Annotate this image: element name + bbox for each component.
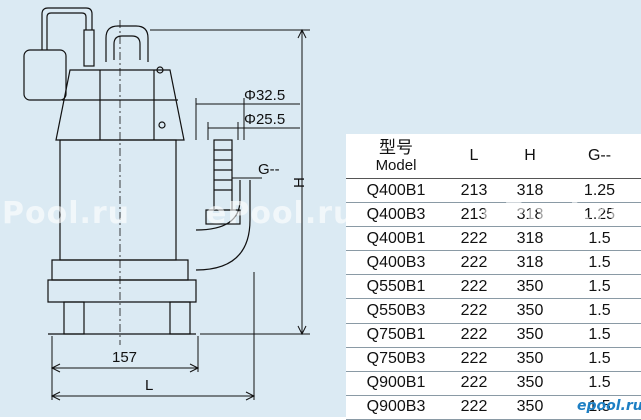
cell-model: Q750B1 <box>346 323 446 348</box>
cell-g: 1.5 <box>558 298 641 324</box>
dim-phi-outer: Φ32.5 <box>244 87 285 104</box>
cell-l: 222 <box>446 347 502 372</box>
cell-h: 350 <box>502 274 558 300</box>
header-model-en: Model <box>375 157 417 174</box>
cell-h: 350 <box>502 371 558 396</box>
cell-l: 222 <box>446 323 502 348</box>
cell-model: Q400B1 <box>346 226 446 252</box>
cell-l: 213 <box>446 202 502 228</box>
cell-l: 222 <box>446 226 502 252</box>
cell-l: 222 <box>446 250 502 276</box>
dim-length: L <box>145 377 153 394</box>
cell-h: 318 <box>502 178 558 204</box>
cell-model: Q900B3 <box>346 395 446 420</box>
corner-logo: epool.ru <box>577 398 641 414</box>
cell-g: 1.25 <box>558 202 641 228</box>
cell-g: 1.5 <box>558 323 641 348</box>
cell-g: 1.5 <box>558 226 641 252</box>
dim-base: 157 <box>112 349 137 366</box>
cell-l: 222 <box>446 274 502 300</box>
cell-g: 1.5 <box>558 250 641 276</box>
cell-model: Q400B1 <box>346 178 446 204</box>
cell-h: 350 <box>502 347 558 372</box>
header-model: 型号 Model <box>346 134 446 179</box>
float-switch <box>23 49 67 101</box>
cell-h: 318 <box>502 202 558 228</box>
cell-l: 222 <box>446 298 502 324</box>
header-g: G-- <box>558 134 641 179</box>
dim-height: H <box>291 177 308 188</box>
header-model-zh: 型号 <box>379 138 413 157</box>
dim-phi-inner: Φ25.5 <box>244 111 285 128</box>
cell-h: 318 <box>502 226 558 252</box>
cell-h: 350 <box>502 323 558 348</box>
cell-g: 1.25 <box>558 178 641 204</box>
cell-h: 350 <box>502 395 558 420</box>
header-l: L <box>446 134 502 179</box>
pump-outline <box>23 7 251 345</box>
cell-model: Q550B3 <box>346 298 446 324</box>
cell-model: Q550B1 <box>346 274 446 300</box>
cell-g: 1.5 <box>558 347 641 372</box>
cell-model: Q750B3 <box>346 347 446 372</box>
cell-g: 1.5 <box>558 274 641 300</box>
cell-g: 1.5 <box>558 395 641 420</box>
dim-thread: G-- <box>258 161 280 178</box>
table-header-row: 型号 Model L H G-- <box>346 134 641 179</box>
cell-model: Q400B3 <box>346 202 446 228</box>
cell-model: Q900B1 <box>346 371 446 396</box>
header-h: H <box>502 134 558 179</box>
cell-model: Q400B3 <box>346 250 446 276</box>
cell-h: 350 <box>502 298 558 324</box>
cell-g: 1.5 <box>558 371 641 396</box>
cell-l: 213 <box>446 178 502 204</box>
pump-drawing: Φ32.5 Φ25.5 G-- H 157 L <box>23 7 310 401</box>
cell-l: 222 <box>446 395 502 420</box>
cell-l: 222 <box>446 371 502 396</box>
cell-h: 318 <box>502 250 558 276</box>
dimension-lines <box>50 28 310 401</box>
